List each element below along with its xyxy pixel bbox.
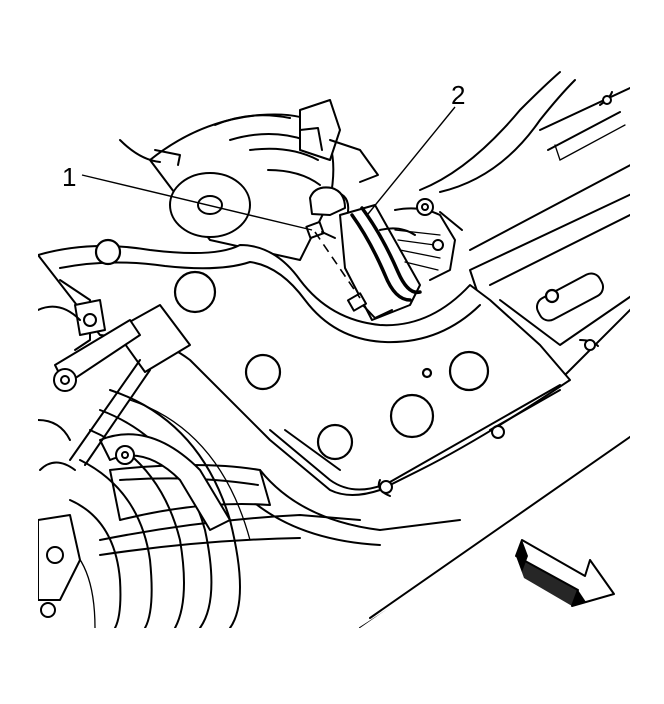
component-2-module [309,186,422,321]
connector-cluster [394,198,463,281]
front-direction-arrow-icon [515,539,615,607]
vehicle-underbody-drawing [38,71,630,628]
leader-line-2 [367,106,456,215]
left-edge-components [38,305,81,618]
callout-leaders [81,106,456,231]
leader-line-1 [81,174,313,231]
upper-bracket [299,99,379,183]
stabilizer-link [53,279,231,531]
crossmember-plate [38,238,571,497]
callout-2: 2 [451,80,465,110]
callout-1: 1 [62,162,76,192]
installation-guide-line [314,231,361,299]
